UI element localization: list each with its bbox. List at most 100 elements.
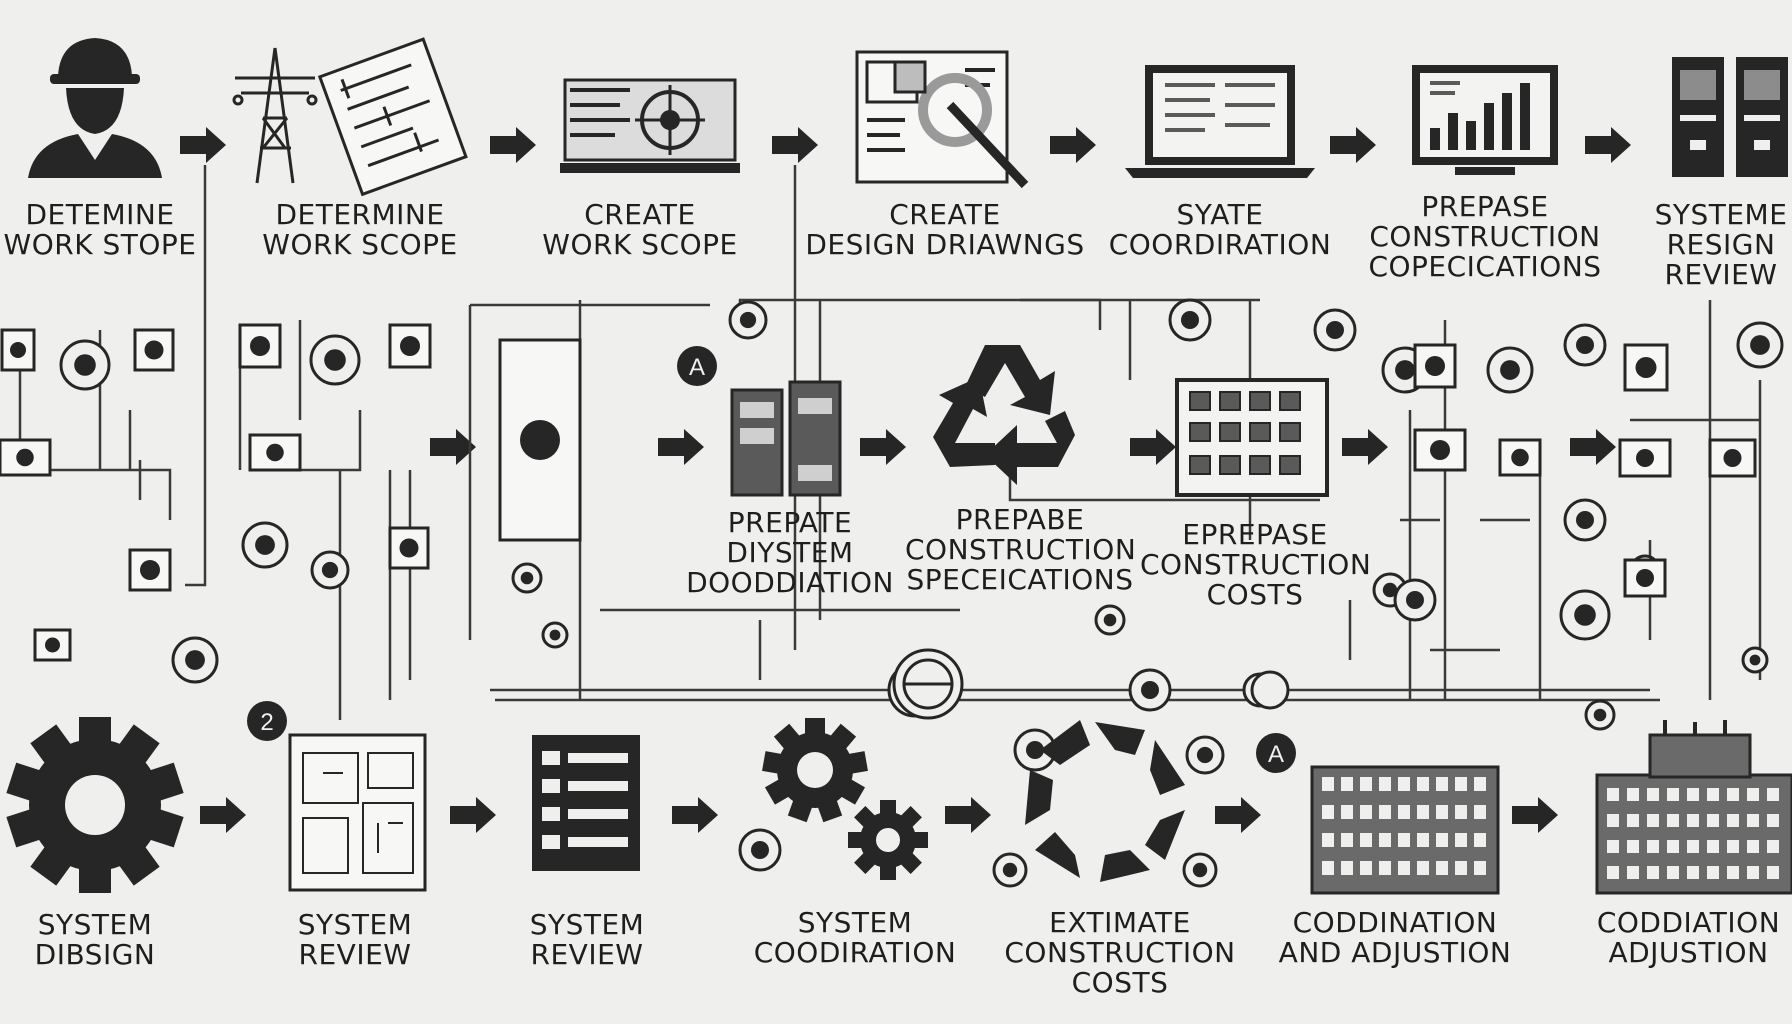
label-line: SYSTEME bbox=[1654, 198, 1788, 231]
label-line: REVIEW bbox=[298, 938, 412, 971]
label-line: PREPABE bbox=[955, 503, 1085, 536]
arrow-right-icon bbox=[490, 127, 536, 163]
gear-icon bbox=[6, 717, 184, 893]
label-line: CREATE bbox=[584, 198, 696, 231]
arrow-right-icon bbox=[450, 797, 496, 833]
label-line: SPECEICATIONS bbox=[906, 563, 1134, 596]
badge-a: A bbox=[677, 346, 717, 386]
step-label-system-review-1: SYSTEM REVIEW bbox=[255, 910, 455, 970]
label-line: WORK STOPE bbox=[3, 228, 197, 261]
arrow-right-icon bbox=[1342, 429, 1388, 465]
step-label-system-dibsign: SYSTEM DIBSIGN bbox=[0, 910, 190, 970]
label-line: CODDIATION bbox=[1596, 906, 1781, 939]
label-line: AND ADJUSTION bbox=[1278, 936, 1512, 969]
label-line: CONSTRUCTION bbox=[1369, 220, 1601, 253]
step-label-coddination-and-adjustion: CODDINATION AND ADJUSTION bbox=[1255, 908, 1535, 968]
node-icon bbox=[1393, 578, 1437, 622]
step-label-prepabe-construction-speceications: PREPABE CONSTRUCTION SPECEICATIONS bbox=[905, 503, 1136, 596]
device-node-icon bbox=[248, 433, 302, 472]
node-icon bbox=[1486, 346, 1534, 394]
node-icon bbox=[241, 521, 289, 569]
step-label-prepase-construction-copecications: PREPASE CONSTRUCTION COPECICATIONS bbox=[1355, 192, 1615, 282]
label-line: SYATE bbox=[1176, 198, 1264, 231]
device-node-icon bbox=[388, 323, 432, 369]
label-line: DESIGN DRIAWNGS bbox=[805, 228, 1085, 261]
step-label-system-coodiration: SYSTEM COODIRATION bbox=[735, 908, 975, 968]
arrow-right-icon bbox=[1050, 127, 1096, 163]
arrow-right-icon bbox=[945, 797, 991, 833]
arrow-right-icon bbox=[180, 127, 226, 163]
label-line: COSTS bbox=[1206, 578, 1304, 611]
arrow-right-icon bbox=[672, 797, 718, 833]
label-line: DETEMINE bbox=[25, 198, 175, 231]
device-node-icon bbox=[1623, 343, 1669, 392]
recycle-icon bbox=[933, 345, 1075, 485]
step-label-create-work-scope: CREATE WORK SCOPE bbox=[520, 200, 760, 260]
label-line: SYSTEM bbox=[297, 908, 413, 941]
device-node-icon bbox=[1413, 343, 1457, 389]
building-icon bbox=[1310, 765, 1500, 895]
step-label-determine-work-scope: DETERMINE WORK SCOPE bbox=[240, 200, 480, 260]
step-label-system-review-2: SYSTEM REVIEW bbox=[487, 910, 687, 970]
label-line: WORK SCOPE bbox=[542, 228, 738, 261]
badge-2: 2 bbox=[247, 701, 287, 741]
device-node-icon bbox=[1708, 438, 1757, 478]
label-line: RESIGN bbox=[1666, 228, 1776, 261]
node-icon bbox=[1250, 670, 1290, 710]
node-icon bbox=[1563, 323, 1607, 367]
bar-chart-monitor-icon bbox=[1412, 65, 1558, 175]
label-line: SYSTEM bbox=[37, 908, 153, 941]
label-line: DETERMINE bbox=[275, 198, 445, 231]
node-icon bbox=[309, 334, 361, 386]
server-cabinet-icon bbox=[1672, 57, 1788, 177]
label-line: COSTS bbox=[1071, 966, 1169, 999]
arrow-right-icon bbox=[772, 127, 818, 163]
label-line: SYSTEM bbox=[529, 908, 645, 941]
node-icon bbox=[992, 852, 1028, 888]
building-grid-icon bbox=[1175, 378, 1329, 497]
node-icon bbox=[310, 550, 350, 590]
device-node-icon bbox=[1413, 428, 1467, 472]
gears-icon bbox=[762, 718, 928, 880]
node-icon bbox=[1736, 321, 1784, 369]
step-label-create-design-drawings: CREATE DESIGN DRIAWNGS bbox=[800, 200, 1090, 260]
badge-a: A bbox=[1256, 733, 1296, 773]
label-line: PREPATE bbox=[727, 506, 853, 539]
label-line: EXTIMATE bbox=[1049, 906, 1191, 939]
label-line: REVIEW bbox=[1664, 258, 1778, 291]
label-line: CONSTRUCTION bbox=[1140, 548, 1372, 581]
node-icon bbox=[1741, 646, 1769, 674]
step-label-prepate-diystem-doodiation: PREPATE DIYSTEM DOODDIATION bbox=[680, 508, 900, 598]
node-icon bbox=[1094, 604, 1126, 636]
device-node-icon bbox=[1498, 438, 1542, 477]
step-label-systeme-resign-review: SYSTEME RESIGN REVIEW bbox=[1650, 200, 1792, 290]
badge-text: A bbox=[1268, 741, 1284, 768]
node-icon bbox=[1584, 699, 1616, 731]
node-icon bbox=[1313, 308, 1357, 352]
power-tower-document-icon bbox=[232, 37, 468, 197]
device-node-icon bbox=[1618, 438, 1672, 478]
label-line: DIYSTEM bbox=[726, 536, 854, 569]
node-icon bbox=[1182, 852, 1218, 888]
scope-monitor-icon bbox=[560, 78, 740, 173]
label-line: SYSTEM bbox=[797, 906, 913, 939]
node-icon bbox=[1563, 498, 1607, 542]
label-line: DIBSIGN bbox=[34, 938, 156, 971]
node-icon bbox=[541, 621, 569, 649]
device-node-icon bbox=[33, 628, 72, 662]
arrow-right-icon bbox=[1130, 429, 1176, 465]
arrow-right-icon bbox=[1512, 797, 1558, 833]
label-line: ADJUSTION bbox=[1608, 936, 1769, 969]
label-line: CONSTRUCTION bbox=[1004, 936, 1236, 969]
arrow-right-icon bbox=[1570, 429, 1616, 465]
arrow-right-icon bbox=[430, 429, 476, 465]
step-label-coddiation-adjustion: CODDIATION ADJUSTION bbox=[1585, 908, 1792, 968]
label-line: DOODDIATION bbox=[686, 566, 894, 599]
device-node-icon bbox=[1623, 558, 1667, 598]
panel-bank-icon bbox=[730, 380, 842, 497]
arrow-right-icon bbox=[658, 429, 704, 465]
label-line: CREATE bbox=[889, 198, 1001, 231]
label-line: COORDIRATION bbox=[1108, 228, 1332, 261]
device-node-icon bbox=[498, 338, 582, 542]
